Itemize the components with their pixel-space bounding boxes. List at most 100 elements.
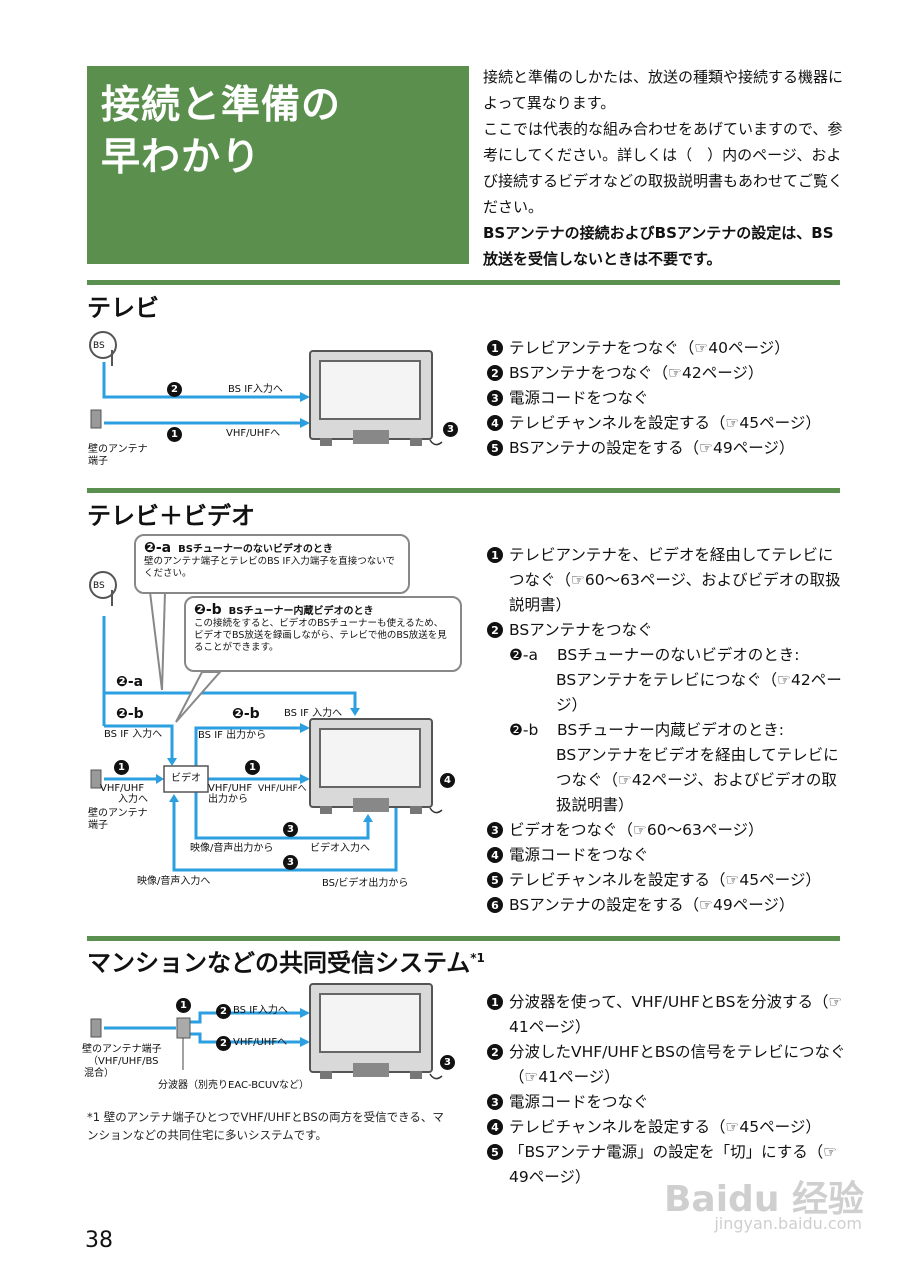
- video-in-label: ビデオ入力へ: [310, 843, 370, 854]
- mansion-vhf-label: VHF/UHFへ: [233, 1037, 288, 1048]
- diagram-num-3: 3: [443, 422, 458, 437]
- video-deck-label: ビデオ: [171, 773, 201, 784]
- step-sub-2a-detail: BSアンテナをテレビにつなぐ（☞42ページ）: [556, 671, 842, 714]
- page-title-line1: 接続と準備の: [101, 83, 342, 128]
- tv-icon: [309, 350, 433, 440]
- watermark-url: jingyan.baidu.com: [714, 1214, 862, 1233]
- section-title-tv: テレビ: [87, 294, 159, 322]
- tv-icon-3: [309, 983, 433, 1073]
- tv-stand-center-3: [353, 1063, 389, 1077]
- mansion-wall-label-3: 混合）: [84, 1068, 114, 1079]
- wall-terminal-label-2: 端子: [88, 456, 108, 467]
- section-rule-mansion: [87, 936, 840, 941]
- callout-2b-head: BSチューナー内蔵ビデオのとき: [228, 606, 374, 617]
- tv-stand-left-3: [320, 1071, 332, 1079]
- callout-2a-head: BSチューナーのないビデオのとき: [178, 544, 333, 555]
- diagram-num-1: 1: [167, 427, 182, 442]
- vhf-in-label-2: 入力へ: [118, 794, 148, 805]
- watermark-logo: Baidu 经验: [663, 1179, 864, 1220]
- bs-dish-label-2: BS: [93, 581, 105, 591]
- tv-icon-2: [309, 718, 433, 808]
- av-out-label: 映像/音声出力から: [190, 843, 274, 854]
- step-sub-2b-detail: BSアンテナをビデオを経由してテレビにつなぐ（☞42ページ、およびビデオの取扱説…: [556, 746, 839, 814]
- diagram-num-2-vhf: 2: [216, 1036, 231, 1051]
- page-title-line2: 早わかり: [101, 135, 262, 180]
- bs-if-out-label: BS IF 出力から: [198, 730, 267, 741]
- bs-dish-label: BS: [93, 341, 105, 351]
- bs-if-label: BS IF入力へ: [228, 384, 283, 395]
- diagram-num-2: 2: [167, 382, 182, 397]
- diagram-num-2-bs: 2: [216, 1004, 231, 1019]
- vhf-out-label-2: 出力から: [208, 794, 248, 805]
- vhf-tv-label: VHF/UHFへ: [258, 784, 307, 794]
- section-title-sup: *1: [470, 951, 485, 965]
- diagram-num-1a: 1: [114, 760, 129, 775]
- diagram-num-3a: 3: [283, 822, 298, 837]
- mansion-wall-label-2: （VHF/UHF/BS: [88, 1056, 159, 1067]
- vhf-uhf-label: VHF/UHFへ: [226, 428, 281, 439]
- intro-p1: 接続と準備のしかたは、放送の種類や接続する機器によって異なります。: [483, 68, 844, 112]
- wall-terminal-label-4: 端子: [88, 820, 108, 831]
- diagram-num-3b: 3: [283, 855, 298, 870]
- tv-stand-center-2: [353, 798, 389, 812]
- intro-p2: ここでは代表的な組み合わせをあげていますので、参考にしてください。詳しくは（ ）…: [483, 120, 844, 216]
- diagram-label-2b-mid: ❷-b: [232, 706, 260, 722]
- tv-stand-right-2: [410, 806, 422, 814]
- page-number: 38: [85, 1228, 113, 1253]
- tv-stand-left: [320, 438, 332, 446]
- footnote-mark: *1: [87, 1110, 101, 1124]
- intro-text: 接続と準備のしかたは、放送の種類や接続する機器によって異なります。 ここでは代表…: [483, 64, 843, 272]
- vhf-in-label-1: VHF/UHF: [100, 783, 145, 794]
- bs-if-in-top-label: BS IF 入力へ: [284, 708, 343, 719]
- footnote: *1 壁のアンテナ端子ひとつでVHF/UHFとBSの両方を受信できる、マンション…: [87, 1108, 447, 1144]
- diagram-num-splitter: 1: [176, 998, 191, 1013]
- callout-2b-body: この接続をすると、ビデオのBSチューナーも使えるため、ビデオでBS放送を録画しな…: [194, 618, 447, 653]
- vhf-out-label-1: VHF/UHF: [208, 783, 253, 794]
- splitter-label: 分波器（別売りEAC-BCUVなど）: [158, 1080, 310, 1091]
- tv-stand-right: [410, 438, 422, 446]
- diagram-label-2a: ❷-a: [116, 674, 144, 690]
- section-rule-tvvideo: [87, 488, 840, 493]
- footnote-text: 壁のアンテナ端子ひとつでVHF/UHFとBSの両方を受信できる、マンションなどの…: [87, 1110, 444, 1142]
- section-rule-tv: [87, 280, 840, 285]
- tv-stand-center: [353, 430, 389, 444]
- tv-stand-right-3: [410, 1071, 422, 1079]
- callout-2b-label: ❷-b: [194, 602, 222, 618]
- diagram-num-4: 4: [440, 773, 455, 788]
- wall-terminal-label-1: 壁のアンテナ: [88, 444, 148, 455]
- diagram-num-1b: 1: [245, 760, 260, 775]
- callout-2b: ❷-b BSチューナー内蔵ビデオのとき この接続をすると、ビデオのBSチューナー…: [184, 596, 462, 672]
- mansion-wall-label-1: 壁のアンテナ端子: [82, 1044, 162, 1055]
- callout-2a-body: 壁のアンテナ端子とテレビのBS IF入力端子を直接つないでください。: [144, 556, 396, 579]
- page-title-box: 接続と準備の 早わかり: [87, 66, 469, 264]
- section-title-tvvideo: テレビ＋ビデオ: [87, 502, 255, 530]
- diagram-num-3-mansion: 3: [440, 1055, 455, 1070]
- mansion-bs-if-label: BS IF入力へ: [233, 1005, 288, 1016]
- av-in-label: 映像/音声入力へ: [137, 876, 211, 887]
- callout-2a: ❷-a BSチューナーのないビデオのとき 壁のアンテナ端子とテレビのBS IF入…: [134, 534, 410, 594]
- intro-p3: BSアンテナの接続およびBSアンテナの設定は、BS放送を受信しないときは不要です…: [483, 224, 834, 268]
- bs-if-in-label: BS IF 入力へ: [104, 729, 163, 740]
- callout-2a-label: ❷-a: [144, 540, 172, 556]
- step-item: 5「BSアンテナ電源」の設定を「切」にする（☞49ページ）: [487, 1140, 847, 1190]
- tv-stand-left-2: [320, 806, 332, 814]
- bs-video-out-label: BS/ビデオ出力から: [322, 878, 409, 889]
- wall-terminal-label-3: 壁のアンテナ: [88, 808, 148, 819]
